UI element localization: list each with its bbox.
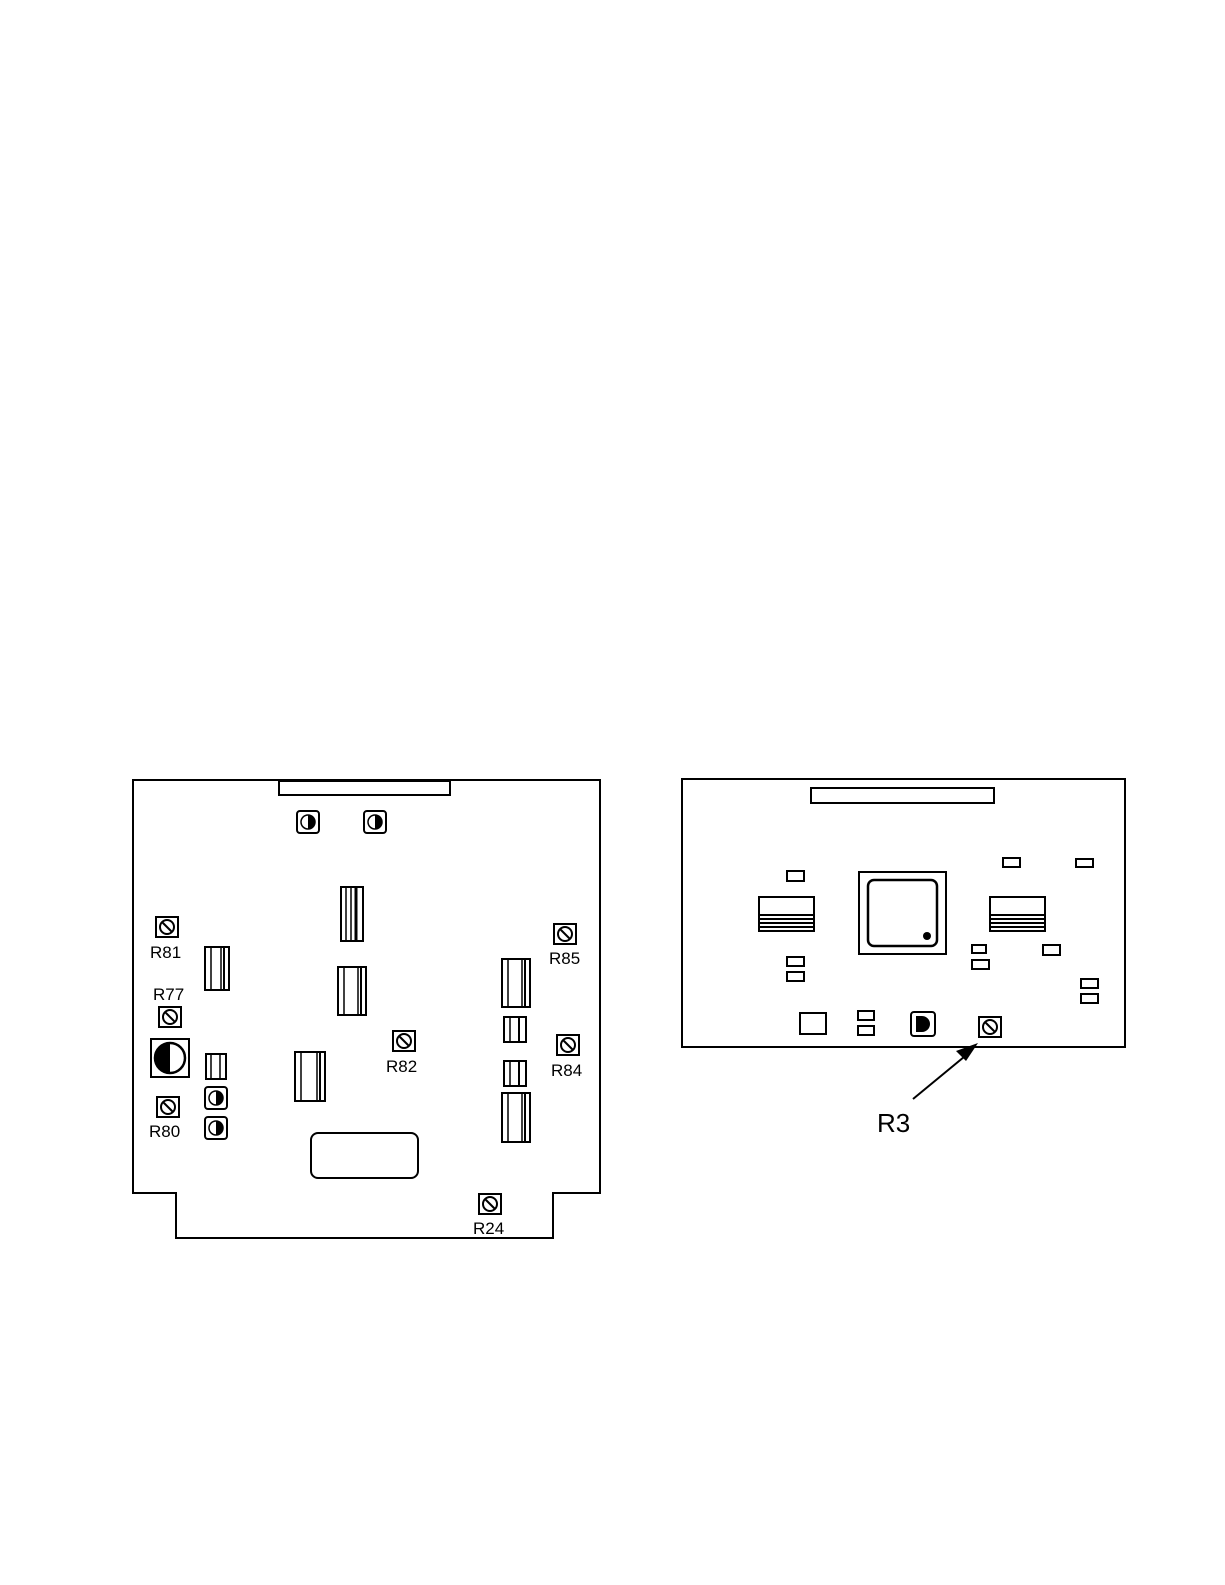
smd-part [858,1026,874,1035]
trimmer-potentiometer-icon [157,1097,179,1117]
trimmer-potentiometer-icon [979,1017,1001,1037]
component [205,947,229,990]
component [504,1017,526,1042]
component [990,897,1045,931]
component [502,959,530,1007]
component [800,1013,826,1034]
smd-part [1003,858,1020,867]
label-r85: R85 [549,949,580,968]
diode-icon [911,1012,935,1036]
label-r84: R84 [551,1061,582,1080]
leader-line [913,1052,970,1099]
component [206,1054,226,1079]
left-board: R81 R77 R80 R82 R85 R84 R24 [133,780,600,1238]
capacitor-icon [297,811,319,833]
label-r77: R77 [153,985,184,1004]
capacitor-icon [205,1087,227,1109]
label-r3: R3 [877,1108,910,1138]
label-r80: R80 [149,1122,180,1141]
trimmer-potentiometer-icon [393,1031,415,1051]
trimmer-potentiometer-icon [557,1035,579,1055]
smd-part [1081,979,1098,988]
smd-part [1076,859,1093,867]
smd-part [787,972,804,981]
component [295,1052,325,1101]
left-board-connector [279,781,450,795]
smd-part [1043,945,1060,955]
trimmer-potentiometer-icon [159,1007,181,1027]
label-r24: R24 [473,1219,504,1238]
smd-part [1081,994,1098,1003]
capacitor-icon [205,1117,227,1139]
smd-part [972,945,986,953]
component [338,967,366,1015]
component [504,1061,526,1086]
component [502,1093,530,1142]
smd-part [787,957,804,966]
trimmer-potentiometer-icon [479,1194,501,1214]
label-pad [311,1133,418,1178]
right-board-connector [811,788,994,803]
right-board: R3 [682,779,1125,1138]
inductor [151,1039,189,1077]
smd-part [787,871,804,881]
label-r82: R82 [386,1057,417,1076]
capacitor-icon [364,811,386,833]
component [341,887,363,941]
label-r81: R81 [150,943,181,962]
trimmer-potentiometer-icon [554,924,576,944]
component [759,897,814,931]
smd-part [972,960,989,969]
ic-chip-icon [859,872,946,954]
trimmer-potentiometer-icon [156,917,178,937]
smd-part [858,1011,874,1020]
